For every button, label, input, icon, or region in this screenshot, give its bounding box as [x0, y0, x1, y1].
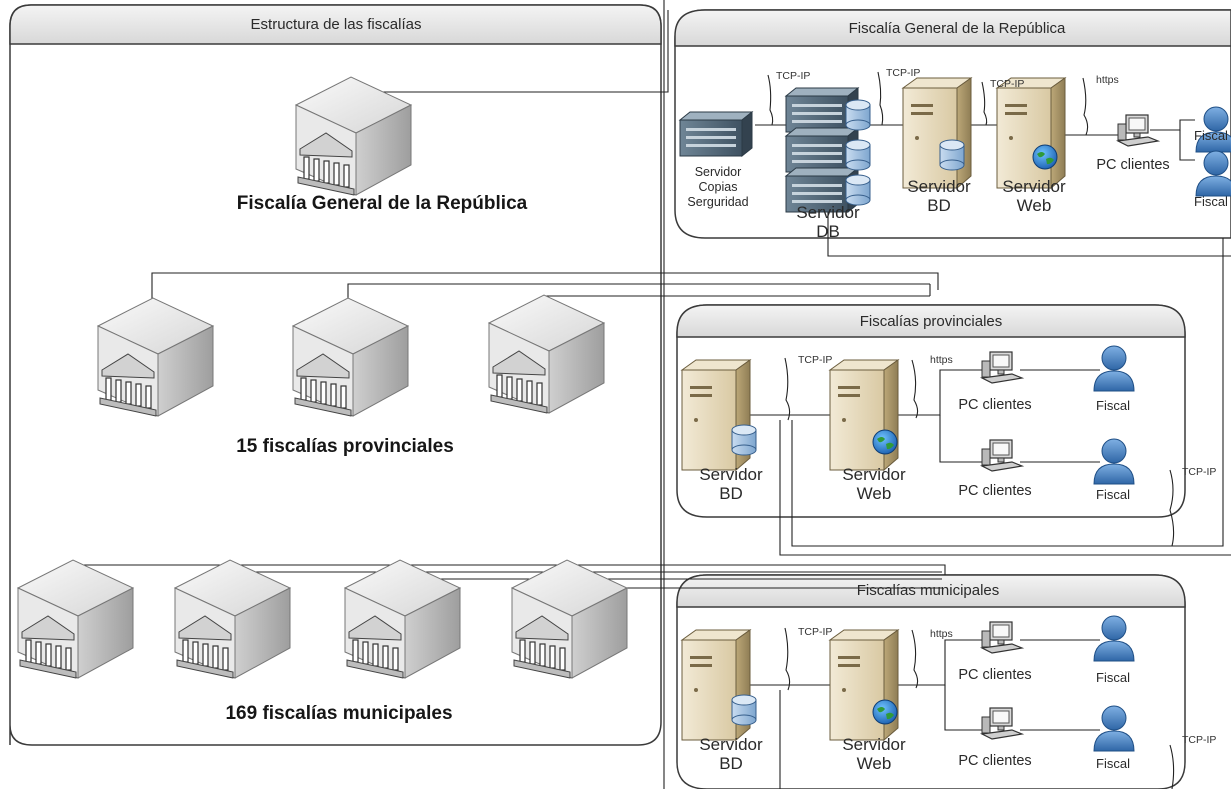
backup-server-icon [679, 111, 753, 157]
label-pc-clientes: PC clientes [1096, 157, 1170, 173]
panel-title-general: Fiscalía General de la República [848, 20, 1066, 37]
label-pc-clientes: PC clientes [958, 667, 1032, 683]
label-protocol: https [930, 628, 953, 640]
label-fiscal: Fiscal [1096, 756, 1130, 771]
label-bd-server: Servidor BD [907, 177, 971, 215]
label-pc-clientes: PC clientes [958, 483, 1032, 499]
globe-icon [872, 699, 898, 725]
label-pc-clientes: PC clientes [958, 753, 1032, 769]
label-db-server: Servidor DB [796, 203, 860, 241]
label-protocol: TCP-IP [886, 67, 921, 79]
label-protocol: https [1096, 74, 1119, 86]
panel-title-estructura: Estructura de las fiscalías [250, 16, 422, 33]
label-web-server: Servidor Web [1002, 177, 1066, 215]
label-protocol: TCP-IP [990, 78, 1025, 90]
label-bd-server: Servidor BD [699, 465, 763, 503]
panel-title-municipales: Fiscalías municipales [856, 582, 1000, 599]
general-links [755, 71, 1195, 161]
label-protocol: TCP-IP [1182, 734, 1217, 746]
globe-icon [1032, 144, 1058, 170]
database-icon [731, 424, 757, 456]
label-protocol: TCP-IP [798, 626, 833, 638]
label-fiscal: Fiscal [1096, 487, 1130, 502]
label-fiscal: Fiscal [1194, 128, 1228, 143]
panel-title-provinciales: Fiscalías provinciales [859, 313, 1003, 330]
database-icon [939, 139, 965, 171]
label-web-server: Servidor Web [842, 735, 906, 773]
panel-municipales [676, 574, 1186, 789]
label-backup-server: Servidor Copias Serguridad [687, 165, 749, 209]
label-web-server: Servidor Web [842, 465, 906, 503]
label-municipales: 169 fiscalías municipales [225, 703, 453, 724]
label-fiscal: Fiscal [1194, 194, 1228, 209]
label-fiscalia-general: Fiscalía General de la República [236, 193, 528, 214]
label-protocol: TCP-IP [798, 354, 833, 366]
panel-provinciales [676, 304, 1186, 518]
label-provinciales: 15 fiscalías provinciales [236, 436, 454, 457]
label-protocol: https [930, 354, 953, 366]
label-bd-server: Servidor BD [699, 735, 763, 773]
database-icon [731, 694, 757, 726]
label-fiscal: Fiscal [1096, 398, 1130, 413]
web-server-icon [996, 77, 1066, 189]
label-protocol: TCP-IP [1182, 466, 1217, 478]
globe-icon [872, 429, 898, 455]
label-pc-clientes: PC clientes [958, 397, 1032, 413]
label-fiscal: Fiscal [1096, 670, 1130, 685]
bd-server-icon [902, 77, 972, 189]
label-protocol: TCP-IP [776, 70, 811, 82]
db-server-rack-icon [785, 87, 871, 213]
